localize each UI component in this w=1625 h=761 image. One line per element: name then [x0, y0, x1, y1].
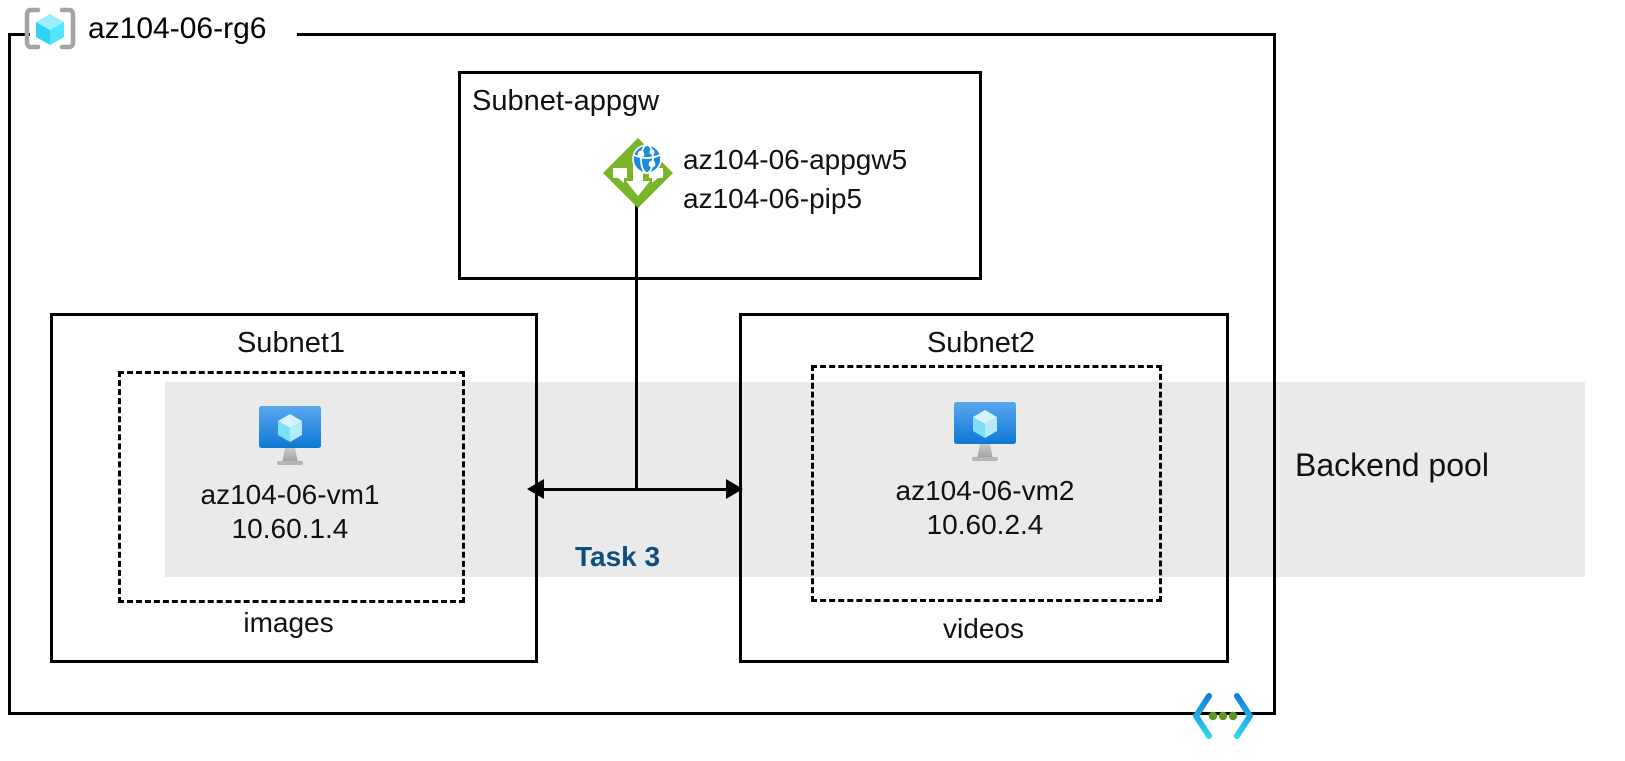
- rg-border-bottom: [8, 712, 1276, 715]
- arrowhead-right-icon: [726, 479, 743, 499]
- subnet2-vm-group: az104-06-vm2 10.60.2.4: [865, 396, 1105, 542]
- subnet2-asg-label: videos: [943, 613, 1024, 644]
- subnet-appgw-title: Subnet-appgw: [472, 85, 660, 117]
- subnet1-vm-name: az104-06-vm1: [200, 479, 380, 510]
- virtual-network-icon: [1192, 693, 1254, 739]
- appgw-name: az104-06-appgw5: [683, 144, 908, 175]
- application-gateway-icon: [600, 135, 676, 211]
- subnet1-asg-label: images: [243, 607, 334, 638]
- subnet-link-arrow: [531, 488, 741, 491]
- subnet1-title: Subnet1: [236, 327, 346, 359]
- virtual-machine-icon: [954, 402, 1016, 461]
- subnet2-vm-name: az104-06-vm2: [895, 475, 1075, 506]
- rg-border-right: [1273, 33, 1276, 715]
- appgw-connector-line: [635, 205, 638, 490]
- backend-pool-band: [165, 382, 1585, 577]
- subnet-appgw-box: [458, 71, 982, 280]
- backend-pool-label: Backend pool: [1295, 447, 1489, 483]
- subnet2-asg-dashed-box: [811, 365, 1162, 602]
- subnet1-vm-ip: 10.60.1.4: [231, 513, 349, 545]
- arrowhead-left-icon: [527, 479, 544, 499]
- task-3-label: Task 3: [575, 541, 661, 572]
- subnet2-vm-ip: 10.60.2.4: [926, 509, 1044, 541]
- rg-border-left: [8, 33, 11, 715]
- rg-border-top-right: [297, 33, 1276, 36]
- appgw-pip-name: az104-06-pip5: [683, 182, 863, 214]
- virtual-machine-icon: [259, 406, 321, 465]
- resource-group-cube-icon: [22, 4, 78, 60]
- resource-group-title: az104-06-rg6: [88, 12, 267, 45]
- subnet1-vm-group: az104-06-vm1 10.60.1.4: [170, 400, 410, 546]
- subnet1-asg-dashed-box: [118, 371, 465, 603]
- subnet2-title: Subnet2: [926, 327, 1036, 359]
- application-gateway-labels: az104-06-appgw5 az104-06-pip5: [683, 141, 907, 218]
